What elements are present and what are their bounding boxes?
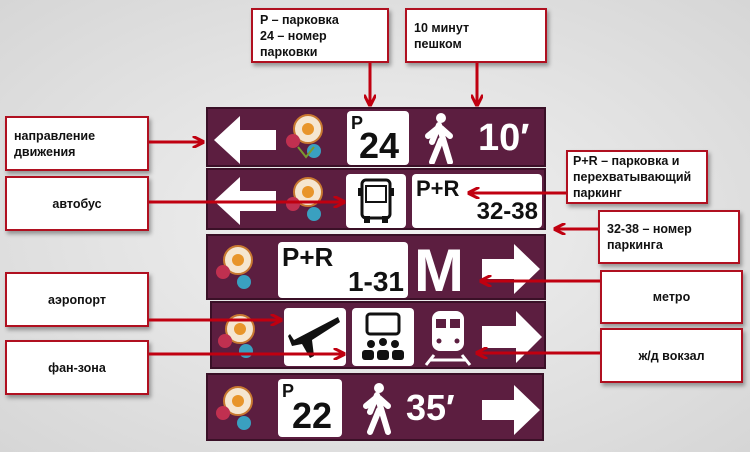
sign-row-2: P+R 32-38 (206, 168, 546, 230)
callout-parking-range: 32-38 – номер паркинга (598, 210, 740, 264)
train-icon (424, 311, 472, 366)
bus-icon (358, 178, 394, 223)
callout-railway: ж/д вокзал (600, 328, 743, 383)
callout-text: пешком (414, 36, 462, 51)
euro-emblem-icon (216, 245, 253, 289)
callout-parking: P – парковка 24 – номер парковки (251, 8, 389, 63)
pedestrian-icon (363, 383, 391, 435)
callout-bus: автобус (5, 176, 149, 231)
callout-text: автобус (52, 196, 102, 211)
callout-direction: направление движения (5, 116, 149, 171)
callout-text: P+R – парковка и (573, 154, 680, 168)
arrow-right-icon (482, 244, 540, 294)
parking-number: 22 (292, 395, 333, 436)
callout-walk: 10 минут пешком (405, 8, 547, 63)
park-ride-label: P+R (282, 242, 334, 272)
callout-text: аэропорт (48, 292, 106, 307)
park-ride-1-31-box: P+R 1-31 (278, 242, 408, 298)
airport-box (284, 308, 346, 366)
sign-row-5: P 22 35′ (206, 373, 544, 441)
euro-emblem-icon (218, 314, 255, 358)
metro-letter: M (414, 237, 464, 304)
callout-text: 10 минут (414, 20, 470, 35)
callout-text: ж/д вокзал (638, 348, 705, 363)
callout-text: направление (14, 128, 96, 143)
callout-text: P – парковка (260, 12, 339, 27)
callout-text: движения (14, 144, 76, 159)
parking-letter: P (351, 113, 364, 133)
walk-time: 35′ (406, 387, 455, 428)
arrow-right-icon (482, 311, 542, 363)
sign-row-1: P 24 10′ (206, 107, 546, 167)
arrow-right-icon (482, 385, 540, 435)
callout-text: фан-зона (48, 360, 106, 375)
sign-row-4 (210, 301, 546, 369)
parking-22-box: P 22 (278, 379, 342, 437)
bus-box (346, 174, 406, 228)
pedestrian-icon (425, 113, 453, 164)
arrow-left-icon (214, 177, 276, 225)
callout-text: метро (652, 290, 691, 304)
callout-text: 24 – номер парковки (260, 28, 327, 59)
airplane-icon (288, 317, 340, 358)
callout-airport: аэропорт (5, 272, 149, 327)
callout-park-ride: P+R – парковка и перехватывающий паркинг (566, 150, 708, 204)
euro-emblem-icon (286, 177, 323, 221)
callout-text: паркинга (607, 238, 663, 252)
euro-emblem-icon (286, 114, 323, 159)
callout-text: паркинг (573, 186, 622, 200)
walk-time: 10′ (478, 117, 530, 159)
arrow-left-icon (214, 116, 276, 164)
fan-zone-box (352, 308, 414, 366)
sign-row-3: P+R 1-31 M (206, 234, 546, 304)
parking-number: 24 (359, 125, 400, 166)
park-ride-32-38-box: P+R 32-38 (412, 174, 542, 228)
parking-24-box: P 24 (347, 111, 409, 166)
euro-emblem-icon (216, 386, 253, 430)
callout-text: 32-38 – номер (607, 222, 692, 236)
parking-range: 1-31 (347, 266, 404, 297)
park-ride-label: P+R (416, 176, 460, 201)
fan-zone-icon (362, 312, 404, 360)
callout-text: перехватывающий (573, 170, 692, 184)
callout-fan-zone: фан-зона (5, 340, 149, 395)
callout-metro: метро (600, 270, 743, 324)
parking-letter: P (282, 381, 295, 401)
parking-range: 32-38 (476, 198, 538, 225)
